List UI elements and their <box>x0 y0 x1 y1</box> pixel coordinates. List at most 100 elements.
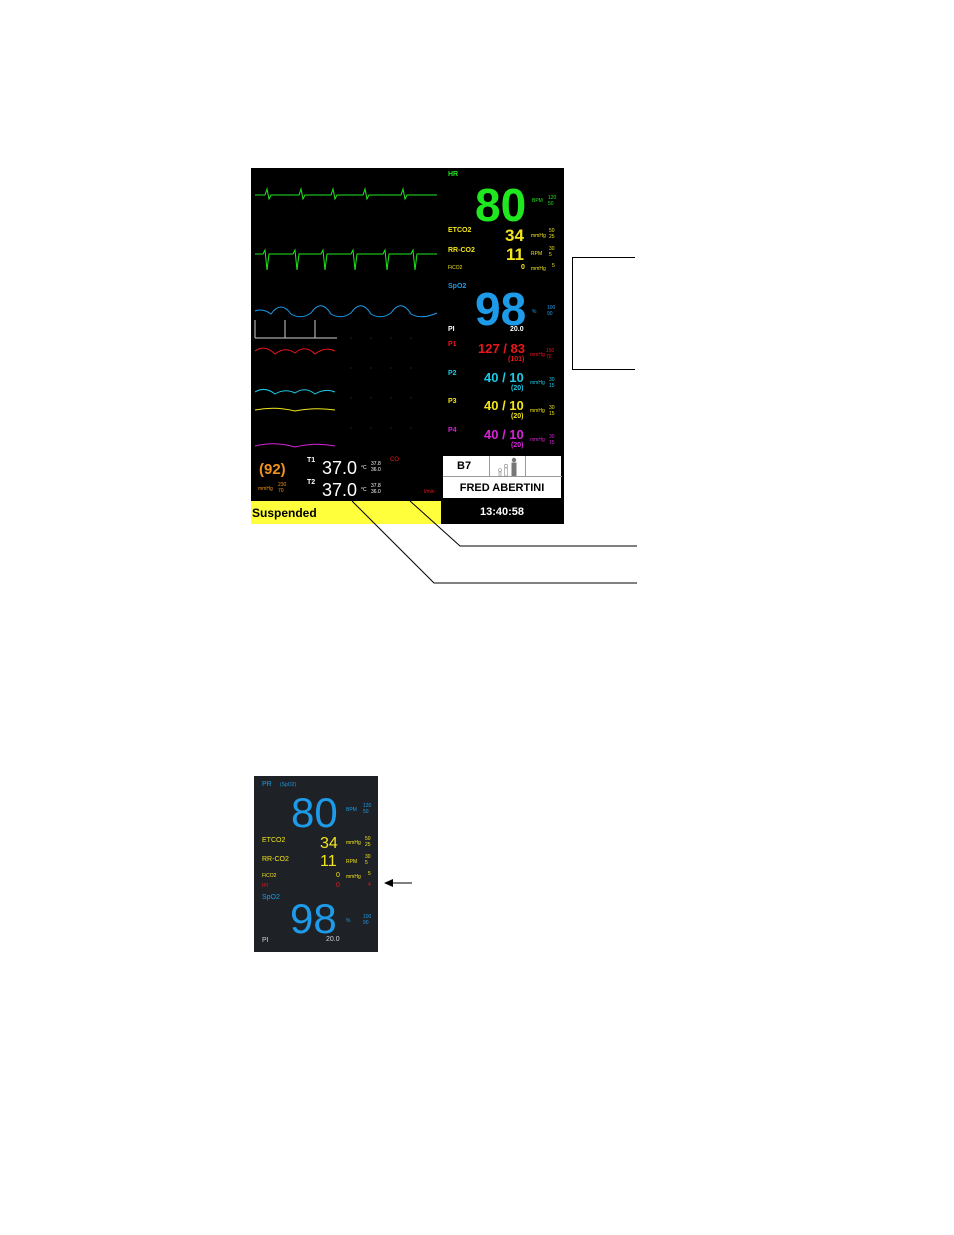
m2-etco2-unit: mmHg <box>346 840 361 846</box>
p4-label: P4 <box>448 427 457 434</box>
m2-ipi-value: 0 <box>336 882 340 889</box>
t1-label: T1 <box>307 457 316 464</box>
m2-etco2-label: ETCO2 <box>262 837 286 844</box>
pr-source: (SpO2) <box>280 782 297 788</box>
etco2-value: 34 <box>505 226 524 245</box>
etco2-unit: mmHg <box>531 233 546 239</box>
spo2-pleth-wave <box>254 305 438 318</box>
p4-wave <box>254 443 336 448</box>
pr-label: PR <box>262 781 272 788</box>
arrow-left-icon <box>384 879 412 887</box>
fico2-value: 0 <box>521 264 525 271</box>
p4-mean: (20) <box>511 442 524 449</box>
pr-unit: BPM <box>346 807 357 813</box>
p2-unit: mmHg <box>530 380 545 386</box>
rrco2-unit: RPM <box>531 251 543 257</box>
t2-unit: °C <box>361 487 367 493</box>
patient-size-icon <box>498 457 517 477</box>
pi-label: PI <box>448 326 455 333</box>
p3-value: 40 / 10 <box>484 398 524 413</box>
p1-label: P1 <box>448 341 457 348</box>
m2-spo2-unit: % <box>346 918 351 924</box>
callout-bracket <box>572 257 573 370</box>
p1-unit: mmHg <box>530 352 545 358</box>
m2-fico2-label: FiCO2 <box>262 873 277 879</box>
fico2-label: FiCO2 <box>448 265 463 271</box>
t2-label: T2 <box>307 479 316 486</box>
m2-pi-label: PI <box>262 937 269 944</box>
t1-value: 37.0 <box>322 458 358 478</box>
rrco2-value: 11 <box>506 245 524 264</box>
p3-wave <box>254 407 336 412</box>
p1-value: 127 / 83 <box>478 341 525 356</box>
bed-label: B7 <box>457 460 472 472</box>
spo2-label: SpO2 <box>448 283 467 290</box>
m2-ipi-limit: 4 <box>368 882 371 888</box>
grid-dots <box>350 337 412 429</box>
p2-label: P2 <box>448 370 457 377</box>
p2-wave <box>254 388 336 395</box>
fico2-limit: 5 <box>552 263 555 269</box>
patient-name: FRED ABERTINI <box>459 482 545 494</box>
hr-unit: BPM <box>532 198 543 204</box>
m2-fico2-value: 0 <box>336 872 340 879</box>
p1-mean: (101) <box>508 356 525 363</box>
p4-value: 40 / 10 <box>484 427 524 442</box>
m2-fico2-unit: mmHg <box>346 874 361 880</box>
m2-fico2-limit: 5 <box>368 871 371 877</box>
patient-type-icons[interactable] <box>490 456 526 477</box>
m2-pi-value: 20.0 <box>326 936 340 943</box>
p3-mean: (20) <box>511 413 524 420</box>
callout-leaders <box>351 500 637 584</box>
co-unit: l/min <box>424 489 435 495</box>
clock: 13:40:58 <box>479 506 525 518</box>
nibp-value: (92) <box>259 461 286 478</box>
p4-unit: mmHg <box>530 437 545 443</box>
t2-value: 37.0 <box>322 480 358 500</box>
pr-value: 80 <box>291 789 338 836</box>
callout-line-2 <box>572 369 635 370</box>
pi-value: 20.0 <box>510 326 524 333</box>
m2-rrco2-label: RR-CO2 <box>262 856 289 863</box>
ecg-wave-1 <box>255 187 437 201</box>
waveform-area <box>254 187 438 448</box>
hr-label: HR <box>448 171 459 178</box>
co-label: CO <box>390 457 399 463</box>
spo2-unit: % <box>532 309 537 315</box>
m2-rrco2-unit: RPM <box>346 859 358 865</box>
spo2-value: 98 <box>475 283 527 335</box>
fico2-unit: mmHg <box>531 266 546 272</box>
etco2-label: ETCO2 <box>448 227 472 234</box>
t1-unit: °C <box>361 465 367 471</box>
m2-etco2-value: 34 <box>320 835 338 852</box>
m2-spo2-value: 98 <box>290 895 337 942</box>
p2-mean: (20) <box>511 385 524 392</box>
callout-line-1 <box>572 257 635 258</box>
m2-rrco2-value: 11 <box>320 853 337 870</box>
p1-wave <box>254 347 336 355</box>
ecg-wave-2 <box>255 248 437 271</box>
p3-label: P3 <box>448 398 457 405</box>
hr-value: 80 <box>475 179 527 231</box>
status-text: Suspended <box>252 506 317 520</box>
nibp-unit: mmHg <box>258 486 273 492</box>
m2-spo2-label: SpO2 <box>262 894 280 901</box>
patient-panel[interactable]: B7 FRED ABERTINI 13:40:58 <box>442 456 563 524</box>
p2-value: 40 / 10 <box>484 370 524 385</box>
